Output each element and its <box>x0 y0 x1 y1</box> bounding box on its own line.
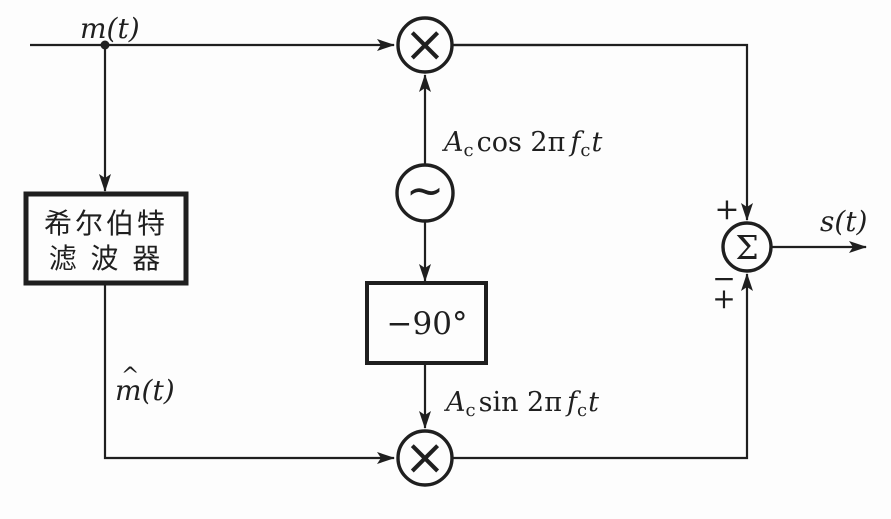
bottom-multiplier: × <box>396 428 454 487</box>
multiply-icon: × <box>404 428 446 486</box>
hat-accent: ^ <box>121 364 139 389</box>
input-signal: m(t) <box>30 12 395 51</box>
output-label: s(t) <box>820 205 867 238</box>
sine-wave-icon: ~ <box>406 163 445 217</box>
hilbert-output-text: m(t) <box>115 374 175 407</box>
multiply-icon: × <box>404 15 446 73</box>
hilbert-filter-block: 希尔伯特 滤 波 器 <box>23 191 189 286</box>
cos-fn: cos 2π <box>477 127 566 158</box>
sin-A: A <box>443 387 466 418</box>
branch-node <box>100 40 110 50</box>
upper-branch-to-summer-wire <box>452 43 753 221</box>
hilbert-output-label: ^ m(t) <box>115 364 175 407</box>
cos-A-sub: c <box>464 140 474 161</box>
hilbert-filter-label-line1: 希尔伯特 <box>44 208 168 239</box>
phase-shifter-block: −90° <box>365 281 488 365</box>
input-label: m(t) <box>80 12 140 45</box>
phase-shifter-label: −90° <box>387 306 468 342</box>
output-signal: s(t) <box>771 205 867 253</box>
phase-shifter-box <box>365 281 488 365</box>
summer-bottom-sign-plus: + <box>712 282 735 315</box>
summer-block: Σ + − + <box>712 192 773 315</box>
sin-A-sub: c <box>466 400 476 421</box>
cos-t: t <box>591 127 602 158</box>
cos-f-sub: c <box>580 140 590 161</box>
top-multiplier: × <box>396 15 454 74</box>
lower-branch-to-summer-wire <box>452 273 753 460</box>
hilbert-filter-box <box>23 191 189 286</box>
hilbert-filter-label-line2: 滤 波 器 <box>49 243 164 274</box>
sin-t: t <box>588 387 599 418</box>
sin-fn: sin 2π <box>479 387 562 418</box>
sigma-icon: Σ <box>735 228 758 267</box>
hilbert-output-wire <box>103 283 395 464</box>
sin-f-sub: c <box>577 400 587 421</box>
summer-bottom-sign-minus: − <box>712 262 735 295</box>
oscillator: ~ <box>395 163 455 223</box>
summer-top-sign: + <box>714 192 739 227</box>
cos-A: A <box>441 127 464 158</box>
